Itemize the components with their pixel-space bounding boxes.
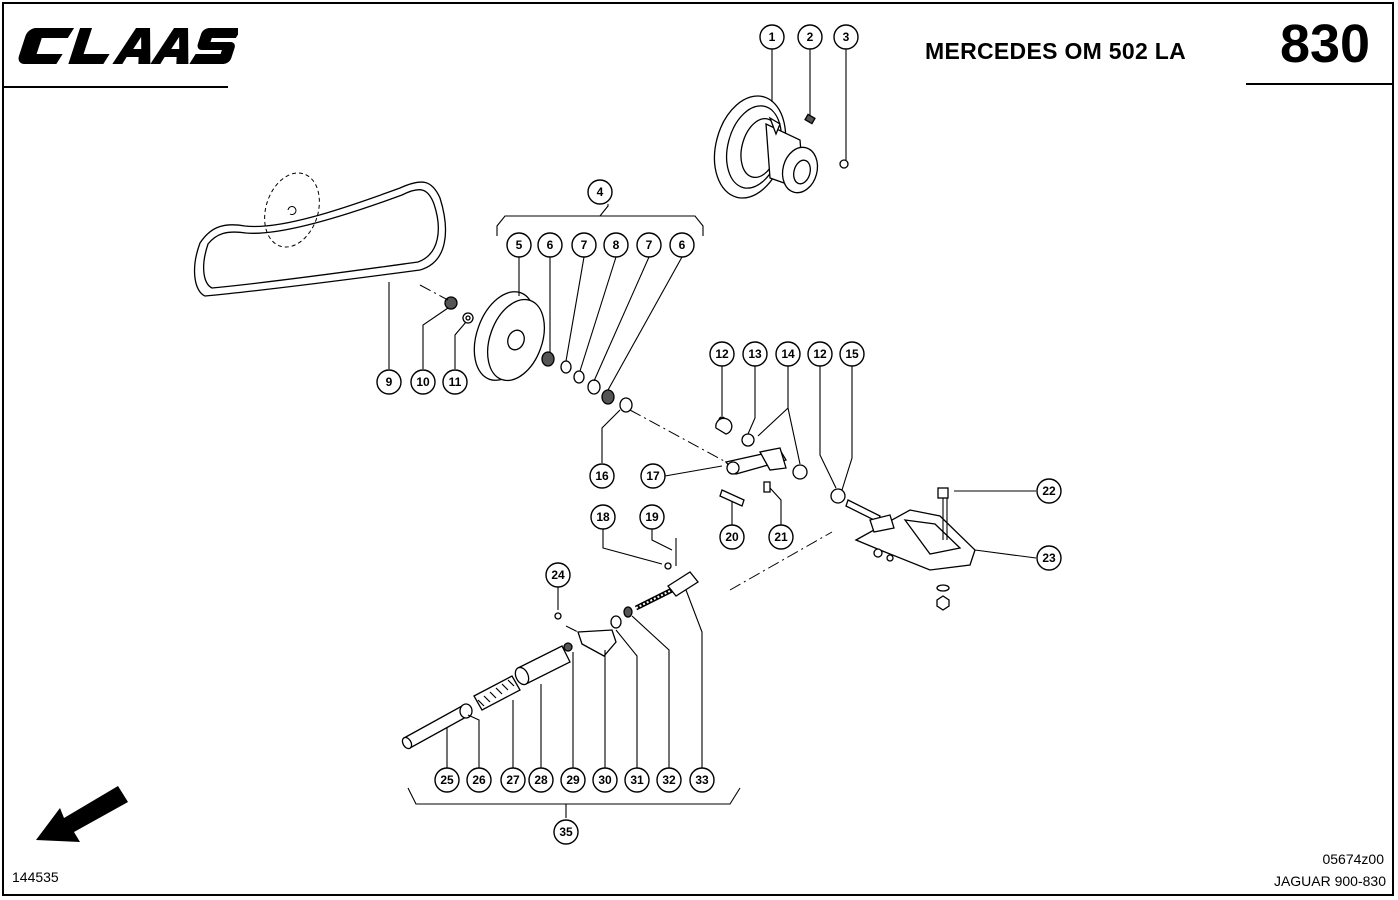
- callout-12: 12: [807, 341, 833, 367]
- sheet-code: 144535: [12, 869, 59, 885]
- arrow-down-left-icon: [36, 786, 128, 842]
- svg-text:13: 13: [748, 347, 762, 361]
- svg-text:18: 18: [596, 510, 610, 524]
- bracket-23-drawing: [854, 487, 976, 611]
- callout-17: 17: [640, 463, 666, 489]
- svg-text:5: 5: [516, 238, 523, 252]
- callout-14: 14: [775, 341, 801, 367]
- header-rule-right: [1246, 83, 1394, 85]
- leader-lines: [388, 49, 1037, 818]
- callout-6: 6: [669, 232, 695, 258]
- callout-33: 33: [689, 767, 715, 793]
- svg-text:2: 2: [807, 30, 814, 44]
- callout-16: 16: [589, 463, 615, 489]
- callout-25: 25: [434, 767, 460, 793]
- svg-text:14: 14: [781, 347, 795, 361]
- callout-6: 6: [537, 232, 563, 258]
- svg-text:32: 32: [662, 773, 676, 787]
- model-label: JAGUAR 900-830: [1273, 873, 1386, 889]
- axis-line: [629, 409, 727, 463]
- svg-text:28: 28: [534, 773, 548, 787]
- tensioner-arm-drawing: [715, 416, 881, 523]
- callout-18: 18: [590, 504, 616, 530]
- axis-line: [419, 284, 449, 301]
- axis-line: [729, 531, 833, 591]
- callout-35: 35: [553, 819, 579, 845]
- callout-21: 21: [768, 524, 794, 550]
- svg-text:12: 12: [715, 347, 729, 361]
- callout-19: 19: [639, 504, 665, 530]
- svg-text:9: 9: [386, 375, 393, 389]
- svg-text:1: 1: [769, 30, 776, 44]
- page-title: MERCEDES OM 502 LA: [925, 38, 1187, 64]
- callout-24: 24: [545, 562, 571, 588]
- callout-7: 7: [636, 232, 662, 258]
- callout-26: 26: [466, 767, 492, 793]
- callout-8: 8: [603, 232, 629, 258]
- svg-text:30: 30: [598, 773, 612, 787]
- callout-23: 23: [1036, 545, 1062, 571]
- svg-text:6: 6: [679, 238, 686, 252]
- svg-text:10: 10: [416, 375, 430, 389]
- svg-text:19: 19: [645, 510, 659, 524]
- idler-pulley-drawing: [444, 291, 633, 413]
- callout-3: 3: [833, 24, 859, 50]
- callout-13: 13: [742, 341, 768, 367]
- svg-text:3: 3: [843, 30, 850, 44]
- callout-22: 22: [1036, 478, 1062, 504]
- svg-text:29: 29: [566, 773, 580, 787]
- svg-text:15: 15: [845, 347, 859, 361]
- callout-9: 9: [376, 369, 402, 395]
- svg-text:27: 27: [506, 773, 520, 787]
- axis-line: [565, 625, 579, 633]
- callout-30: 30: [592, 767, 618, 793]
- svg-text:31: 31: [630, 773, 644, 787]
- callout-2: 2: [797, 24, 823, 50]
- callout-28: 28: [528, 767, 554, 793]
- svg-text:23: 23: [1042, 551, 1056, 565]
- page-number: 830: [1279, 14, 1371, 74]
- svg-text:12: 12: [813, 347, 827, 361]
- callout-1: 1: [759, 24, 785, 50]
- svg-text:7: 7: [581, 238, 588, 252]
- callout-5: 5: [506, 232, 532, 258]
- header-rule-left: [2, 86, 228, 88]
- claas-logo: [18, 28, 238, 64]
- svg-text:21: 21: [774, 530, 788, 544]
- svg-text:24: 24: [551, 568, 565, 582]
- svg-text:25: 25: [440, 773, 454, 787]
- svg-text:20: 20: [725, 530, 739, 544]
- spring-assembly-drawing: [401, 538, 699, 750]
- svg-text:22: 22: [1042, 484, 1056, 498]
- svg-text:7: 7: [646, 238, 653, 252]
- callout-29: 29: [560, 767, 586, 793]
- svg-text:8: 8: [613, 238, 620, 252]
- svg-text:6: 6: [547, 238, 554, 252]
- callout-10: 10: [410, 369, 436, 395]
- callout-7: 7: [571, 232, 597, 258]
- svg-text:33: 33: [695, 773, 709, 787]
- callout-15: 15: [839, 341, 865, 367]
- callout-12: 12: [709, 341, 735, 367]
- svg-text:35: 35: [559, 825, 573, 839]
- svg-text:11: 11: [449, 375, 462, 389]
- belt-9-drawing: [193, 172, 447, 297]
- callout-31: 31: [624, 767, 650, 793]
- callout-32: 32: [656, 767, 682, 793]
- callout-4: 4: [587, 179, 613, 205]
- svg-text:26: 26: [472, 773, 486, 787]
- svg-text:4: 4: [597, 185, 604, 199]
- callout-27: 27: [500, 767, 526, 793]
- callout-20: 20: [719, 524, 745, 550]
- svg-text:16: 16: [595, 469, 609, 483]
- drawing-code: 05674z00: [1322, 851, 1384, 867]
- pulley-1-drawing: [713, 95, 849, 199]
- callout-11: 11: [442, 369, 468, 395]
- svg-text:17: 17: [646, 469, 660, 483]
